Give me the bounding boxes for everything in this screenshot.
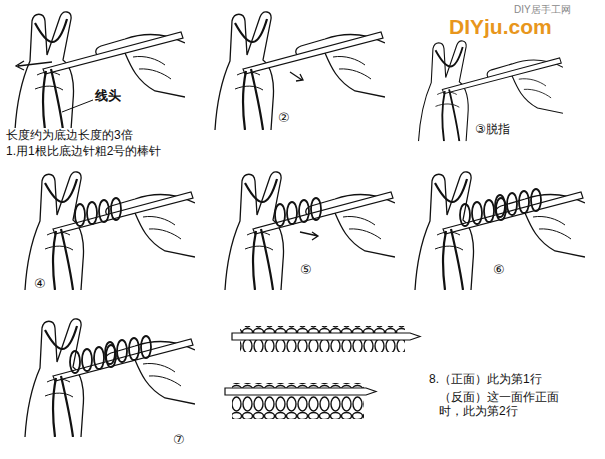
step-number: ②: [277, 110, 291, 126]
step-text: 8.（正面）此为第1行: [428, 372, 543, 386]
step-number: ⑦: [172, 432, 186, 448]
step-number: ⑤: [299, 262, 313, 278]
step-number: ④: [33, 276, 47, 292]
note-text: 长度约为底边长度的3倍: [5, 128, 134, 142]
step-number: ⑥: [492, 262, 506, 278]
watermark-logo: DIYju.com: [448, 14, 553, 39]
yarn-end-label: 线头: [94, 88, 122, 104]
step-number: ③脱指: [474, 122, 511, 136]
step-text: （反面）这一面作正面 时，此为第2行: [438, 390, 568, 419]
step-text: 1.用1根比底边针粗2号的棒针: [5, 144, 162, 158]
